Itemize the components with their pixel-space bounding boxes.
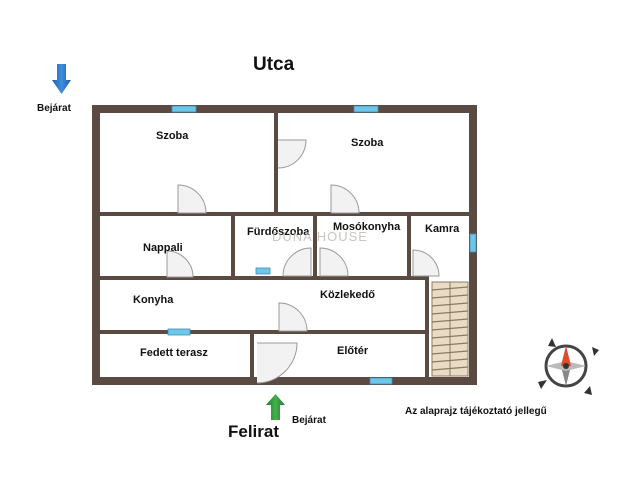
entrance-label-bottom: Bejárat [292, 415, 326, 426]
room-fedett-terasz: Fedett terasz [140, 347, 208, 359]
windows [167, 105, 477, 385]
room-furdoszoba: Fürdőszoba [247, 226, 310, 238]
up-arrow-icon [266, 394, 285, 420]
stairs-icon [431, 281, 469, 377]
signature-label: Felirat [228, 422, 280, 441]
street-label: Utca [253, 54, 295, 75]
disclaimer-text: Az alaprajz tájékoztató jellegű [405, 406, 547, 417]
room-szoba-right: Szoba [351, 137, 384, 149]
room-nappali: Nappali [143, 242, 183, 254]
watermark: DUNA HOUSE [272, 229, 368, 244]
room-szoba-left: Szoba [156, 130, 189, 142]
down-arrow-icon [52, 64, 71, 94]
entrance-label-top: Bejárat [37, 103, 71, 114]
room-kozlekedo: Közlekedő [320, 289, 376, 301]
room-kamra: Kamra [425, 223, 460, 235]
room-eloter: Előtér [337, 345, 369, 357]
walls [92, 105, 477, 385]
doors [166, 139, 440, 384]
room-konyha: Konyha [133, 294, 174, 306]
compass-icon [538, 338, 599, 395]
room-mosokonyha: Mosókonyha [333, 221, 401, 233]
